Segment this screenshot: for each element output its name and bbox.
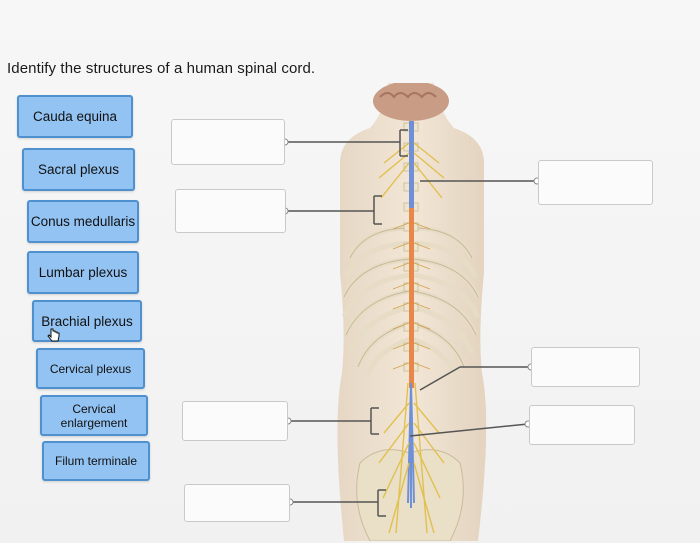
label-lumbar-plexus[interactable]: Lumbar plexus [27,251,139,294]
hand-pointer-icon [47,328,60,342]
question-prompt: Identify the structures of a human spina… [7,60,316,77]
label-filum-terminale[interactable]: Filum terminale [42,441,150,481]
drop-target-2[interactable] [175,189,286,233]
label-cervical-plexus[interactable]: Cervical plexus [36,348,145,389]
drop-target-7[interactable] [184,484,290,522]
label-cauda-equina[interactable]: Cauda equina [17,95,133,138]
label-cervical-enlargement[interactable]: Cervical enlargement [40,395,148,436]
label-brachial-plexus[interactable]: Brachial plexus [32,300,142,342]
drop-target-3[interactable] [538,160,653,205]
drop-target-6[interactable] [182,401,288,441]
drop-target-5[interactable] [529,405,635,445]
drop-target-1[interactable] [171,119,285,165]
drop-target-4[interactable] [531,347,640,387]
label-conus-medullaris[interactable]: Conus medullaris [27,200,139,243]
label-sacral-plexus[interactable]: Sacral plexus [22,148,135,191]
